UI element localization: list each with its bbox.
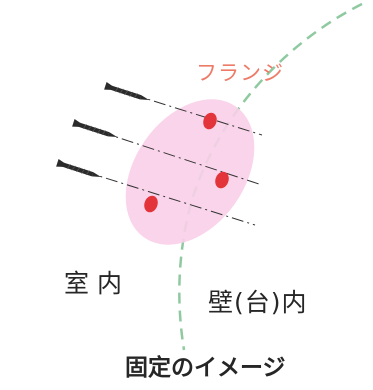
diagram-caption: 固定のイメージ [125, 355, 286, 381]
wall-interior-label: 壁(台)内 [208, 288, 308, 317]
wall-boundary-line [178, 2, 363, 351]
flange-label: フランジ [196, 61, 284, 85]
screw-hole [215, 171, 229, 189]
screw-icon [71, 118, 119, 142]
screw-hole [203, 112, 217, 130]
screw-icon [103, 81, 151, 105]
screw-icon [55, 158, 103, 182]
flange-plate [125, 99, 255, 245]
screw-hole [144, 195, 158, 213]
room-interior-label: 室内 [64, 269, 131, 298]
